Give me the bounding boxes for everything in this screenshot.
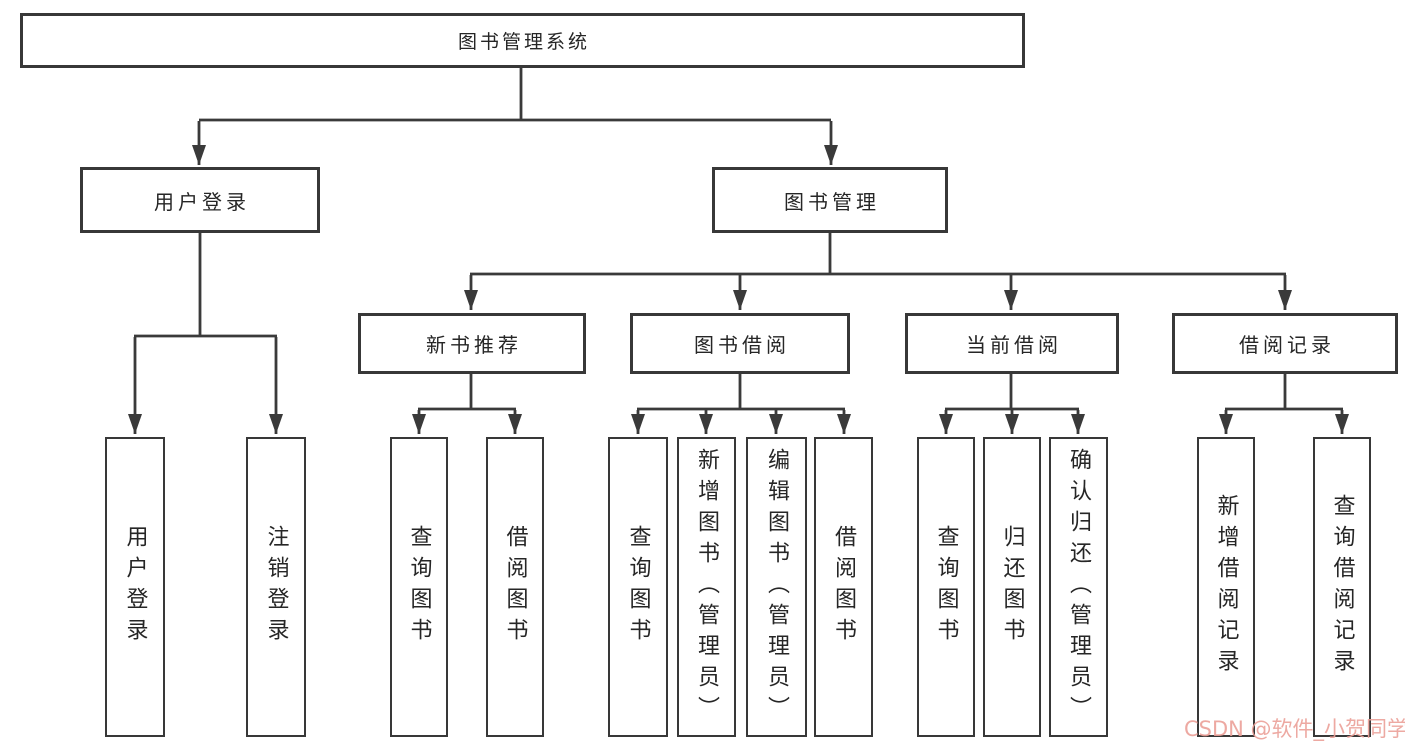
node-borrowing-records: 借阅记录 [1172, 313, 1398, 374]
csdn-watermark: CSDN @软件_小贺同学 [1184, 717, 1405, 741]
node-label: 归还图书 [999, 525, 1025, 649]
node-label: 确认归还（管理员） [1066, 447, 1092, 727]
node-library-management-system: 图书管理系统 [20, 13, 1025, 68]
node-new-book-recommendation: 新书推荐 [358, 313, 586, 374]
node-label: 新增借阅记录 [1213, 494, 1239, 680]
node-label: 查询借阅记录 [1329, 494, 1355, 680]
leaf-edit-book-admin: 编辑图书（管理员） [746, 437, 807, 737]
leaf-borrow-books-borrowing: 借阅图书 [814, 437, 873, 737]
leaf-return-books: 归还图书 [983, 437, 1041, 737]
leaf-query-books-current: 查询图书 [917, 437, 975, 737]
connector-lines [134, 66, 1343, 411]
node-label: 图书管理 [784, 189, 880, 214]
node-label: 查询图书 [406, 525, 432, 649]
node-book-borrowing: 图书借阅 [630, 313, 850, 374]
leaf-borrow-books-recommendation: 借阅图书 [486, 437, 544, 737]
connector-arrows [128, 121, 1349, 434]
node-label: 图书借阅 [694, 333, 790, 357]
node-label: 新增图书（管理员） [694, 447, 720, 727]
leaf-user-login: 用户登录 [105, 437, 165, 737]
leaf-add-book-admin: 新增图书（管理员） [677, 437, 736, 737]
leaf-logout-login: 注销登录 [246, 437, 306, 737]
node-label: 借阅记录 [1239, 333, 1335, 357]
leaf-query-books-recommendation: 查询图书 [390, 437, 448, 737]
node-user-login: 用户登录 [80, 167, 320, 233]
node-label: 图书管理系统 [457, 31, 590, 53]
node-label: 注销登录 [263, 525, 289, 649]
node-label: 查询图书 [933, 525, 959, 649]
node-label: 用户登录 [154, 189, 250, 214]
node-label: 编辑图书（管理员） [764, 447, 790, 727]
leaf-query-borrow-record: 查询借阅记录 [1313, 437, 1371, 737]
node-book-management: 图书管理 [712, 167, 948, 233]
node-current-borrowing: 当前借阅 [905, 313, 1119, 374]
node-label: 用户登录 [122, 525, 148, 649]
leaf-confirm-return-admin: 确认归还（管理员） [1049, 437, 1108, 737]
node-label: 查询图书 [625, 525, 651, 649]
node-label: 新书推荐 [426, 333, 522, 357]
leaf-query-books-borrowing: 查询图书 [608, 437, 668, 737]
node-label: 借阅图书 [831, 525, 857, 649]
node-label: 借阅图书 [502, 525, 528, 649]
node-label: 当前借阅 [966, 333, 1062, 357]
leaf-add-borrow-record: 新增借阅记录 [1197, 437, 1255, 737]
